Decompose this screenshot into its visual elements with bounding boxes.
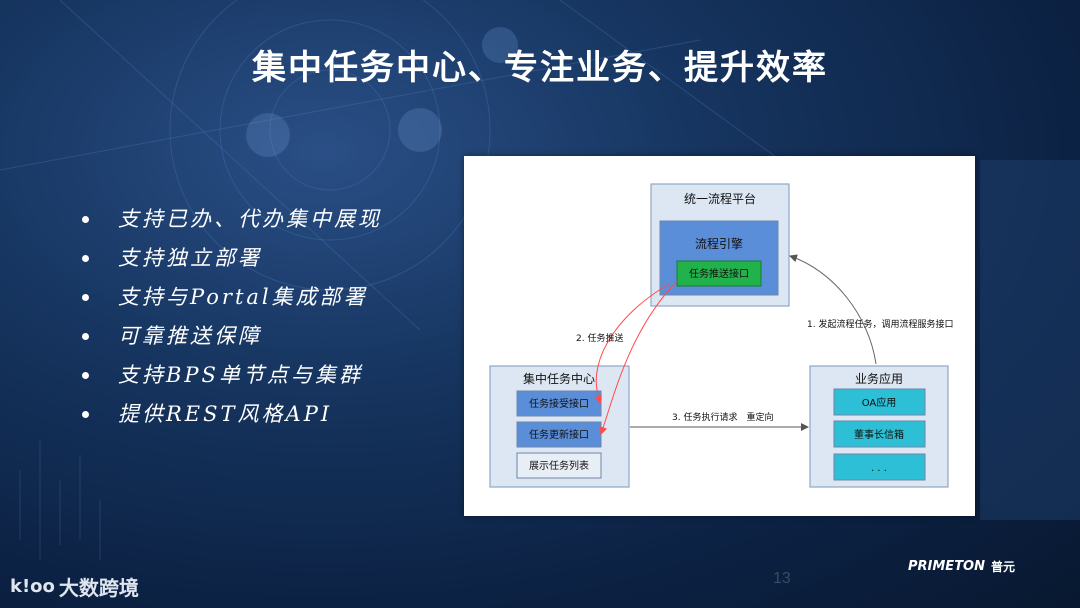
dashukuajing-logo: k!oo 大数跨境 [10, 572, 139, 601]
start-process-edge-label: 1. 发起流程任务，调用流程服务接口 [807, 318, 953, 330]
feature-text: 提供REST风格API [118, 402, 333, 426]
feature-text: 支持已办、代办集中展现 [118, 207, 382, 231]
oa-app-box [833, 388, 926, 416]
task-center-title: 集中任务中心 [523, 371, 595, 386]
bullet-icon [82, 411, 89, 418]
business-app-title: 业务应用 [855, 371, 903, 386]
primeton-cn: 普元 [991, 560, 1016, 574]
feature-text: 支持与Portal集成部署 [118, 285, 368, 309]
engine-label: 流程引擎 [695, 236, 743, 251]
platform-title: 统一流程平台 [684, 191, 756, 206]
bullet-icon [82, 372, 89, 379]
dashukuajing-logo-mark: k!oo [10, 576, 55, 597]
task-update-label: 任务更新接口 [529, 428, 589, 441]
feature-item: 可靠推送保障 [82, 317, 382, 356]
feature-item: 支持BPS单节点与集群 [82, 356, 382, 395]
bullet-icon [82, 216, 89, 223]
start-process-arrow [789, 254, 877, 365]
primeton-logo: PRIMETON 普元 [908, 558, 1015, 575]
page-number: 13 [773, 570, 791, 587]
feature-item: 支持已办、代办集中展现 [82, 200, 382, 239]
push-interface-box [676, 260, 762, 287]
bullet-icon [82, 294, 89, 301]
bullet-icon [82, 333, 89, 340]
task-receive-box [516, 390, 602, 417]
task-list-label: 展示任务列表 [529, 459, 589, 472]
chairman-mailbox-label: 董事长信箱 [854, 428, 904, 441]
architecture-diagram: 统一流程平台 流程引擎 任务推送接口 集中任务中心 任务接受接口 任务更新接口 … [464, 156, 975, 516]
feature-text: 支持独立部署 [118, 246, 262, 270]
slide-title: 集中任务中心、专注业务、提升效率 [252, 48, 828, 88]
diagram-canvas: 统一流程平台 流程引擎 任务推送接口 集中任务中心 任务接受接口 任务更新接口 … [489, 183, 953, 488]
dashukuajing-logo-text: 大数跨境 [58, 576, 139, 600]
feature-text: 支持BPS单节点与集群 [118, 363, 363, 387]
feature-list: 支持已办、代办集中展现 支持独立部署 支持与Portal集成部署 可靠推送保障 … [82, 200, 382, 434]
task-receive-label: 任务接受接口 [529, 397, 589, 410]
more-apps-box [833, 453, 926, 481]
feature-text: 可靠推送保障 [118, 324, 262, 348]
primeton-brand: PRIMETON [908, 559, 985, 574]
execute-request-edge-label: 3. 任务执行请求 重定向 [672, 411, 773, 423]
push-interface-label: 任务推送接口 [689, 267, 749, 280]
task-list-box [516, 452, 602, 479]
more-apps-label: . . . [871, 463, 887, 474]
feature-item: 支持与Portal集成部署 [82, 278, 382, 317]
bullet-icon [82, 255, 89, 262]
push-edge-label: 2. 任务推送 [576, 332, 623, 344]
feature-item: 支持独立部署 [82, 239, 382, 278]
feature-item: 提供REST风格API [82, 395, 382, 434]
push-arrow-1 [594, 283, 670, 404]
chairman-mailbox-box [833, 420, 926, 448]
push-arrow-2 [599, 280, 678, 435]
oa-app-label: OA应用 [862, 396, 897, 409]
